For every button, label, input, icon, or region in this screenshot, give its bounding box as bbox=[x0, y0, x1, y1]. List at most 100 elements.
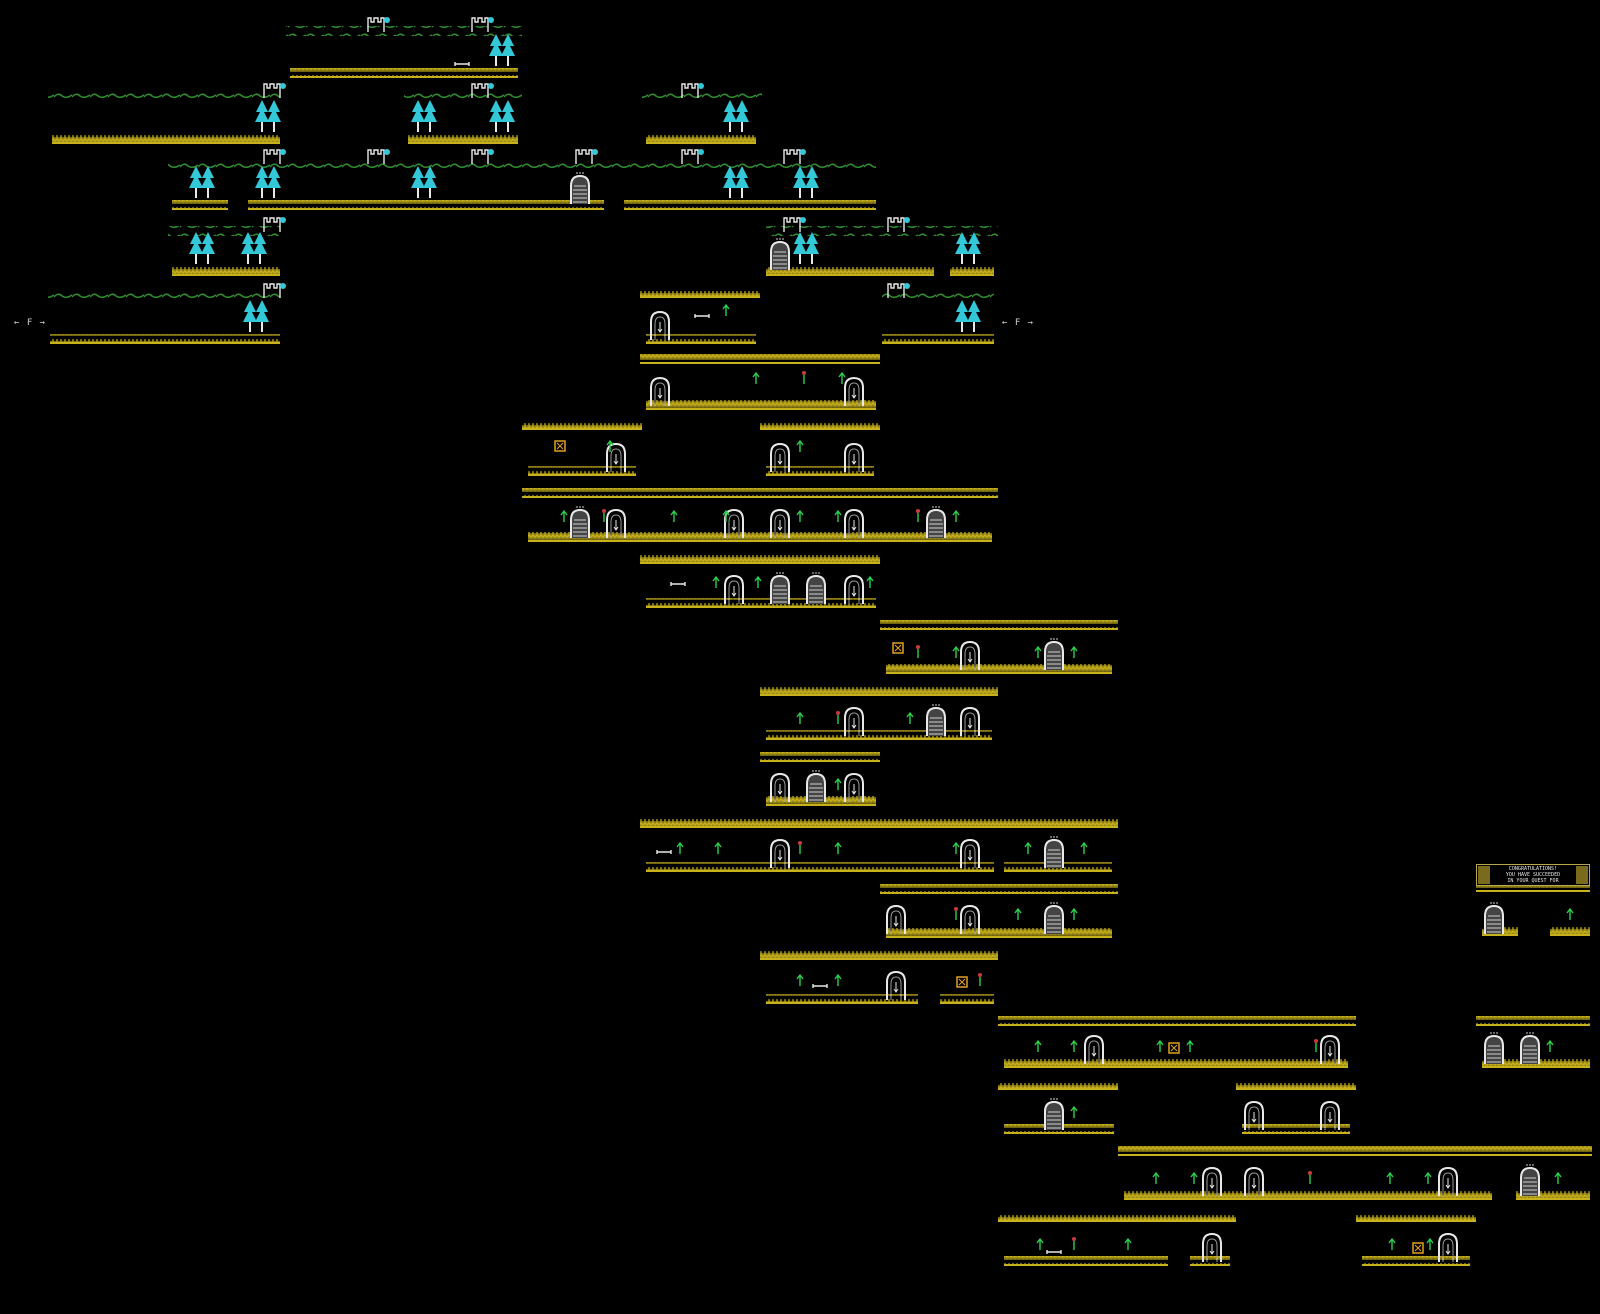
grass-platform-41-base bbox=[1236, 1088, 1356, 1090]
grass-platform-28 bbox=[760, 752, 880, 762]
grass-platform-46-base bbox=[1516, 1198, 1590, 1200]
message-text: CONGRATULATIONS! YOU HAVE SUCCEEDED IN Y… bbox=[1493, 866, 1573, 884]
plant-icon bbox=[906, 712, 914, 725]
hill-ridge-1 bbox=[48, 92, 280, 102]
hill-ridge-6 bbox=[766, 226, 998, 236]
grass-platform-13-base bbox=[882, 342, 994, 344]
grass-platform-50 bbox=[1190, 1256, 1230, 1266]
bed-icon bbox=[454, 61, 470, 67]
grass-platform-44-base bbox=[1118, 1154, 1592, 1156]
plant-icon bbox=[1190, 1172, 1198, 1185]
grass-platform-36 bbox=[766, 994, 918, 1004]
grass-platform-16 bbox=[522, 420, 642, 430]
plant-icon bbox=[1070, 646, 1078, 659]
tree-icon bbox=[955, 300, 969, 332]
grass-platform-31-base bbox=[646, 870, 994, 872]
grass-platform-24 bbox=[880, 620, 1118, 630]
grass-platform-1 bbox=[52, 134, 280, 144]
grass-platform-36-base bbox=[766, 1002, 918, 1004]
grass-platform-55 bbox=[1476, 1016, 1590, 1026]
tree-icon bbox=[423, 166, 437, 198]
hill-ridge-8 bbox=[882, 292, 994, 302]
grass-platform-38-base bbox=[998, 1024, 1356, 1026]
hill-ridge-4 bbox=[168, 158, 876, 168]
grass-platform-6 bbox=[624, 200, 876, 210]
plant-icon bbox=[952, 646, 960, 659]
plant-icon bbox=[1070, 1106, 1078, 1119]
plant-icon bbox=[714, 842, 722, 855]
grass-platform-10 bbox=[640, 288, 760, 298]
grass-platform-53-base bbox=[1482, 934, 1518, 936]
grass-platform-35 bbox=[760, 950, 998, 960]
grass-platform-7 bbox=[172, 266, 280, 276]
grass-platform-43-base bbox=[1242, 1132, 1350, 1134]
tree-icon bbox=[267, 166, 281, 198]
grass-platform-25 bbox=[886, 664, 1112, 674]
grass-platform-54-base bbox=[1550, 934, 1590, 936]
barred-door-icon bbox=[806, 770, 826, 803]
grass-platform-32-base bbox=[1004, 870, 1112, 872]
barred-door-icon bbox=[770, 572, 790, 605]
grass-platform-13 bbox=[882, 334, 994, 344]
grass-platform-19-base bbox=[766, 474, 874, 476]
bone-icon bbox=[670, 581, 686, 587]
grass-platform-12-base bbox=[646, 342, 756, 344]
grass-platform-47-base bbox=[998, 1220, 1236, 1222]
tree-icon bbox=[201, 232, 215, 264]
plant-icon bbox=[722, 304, 730, 317]
grass-platform-15-base bbox=[646, 408, 876, 410]
grass-platform-14 bbox=[640, 354, 880, 364]
crate-icon bbox=[1412, 1242, 1424, 1254]
grass-platform-1-base bbox=[52, 142, 280, 144]
tree-icon bbox=[189, 166, 203, 198]
plant-icon bbox=[838, 372, 846, 385]
grass-platform-21 bbox=[528, 532, 992, 542]
grass-platform-48-base bbox=[1356, 1220, 1476, 1222]
barred-door-icon bbox=[1520, 1032, 1540, 1065]
tree-icon bbox=[501, 100, 515, 132]
plant-icon bbox=[1313, 1038, 1319, 1053]
grass-platform-3 bbox=[646, 134, 756, 144]
grass-platform-33-base bbox=[880, 892, 1118, 894]
grass-platform-37 bbox=[940, 994, 994, 1004]
plant-icon bbox=[1186, 1040, 1194, 1053]
tree-icon bbox=[241, 232, 255, 264]
plant-icon bbox=[796, 712, 804, 725]
plant-icon bbox=[722, 510, 730, 523]
platform-layer bbox=[50, 68, 1592, 1266]
plant-icon bbox=[1566, 908, 1574, 921]
grass-platform-30-base bbox=[640, 826, 1118, 828]
plant-icon bbox=[1424, 1172, 1432, 1185]
plant-icon bbox=[834, 778, 842, 791]
plant-icon bbox=[1388, 1238, 1396, 1251]
barred-door-icon bbox=[926, 704, 946, 737]
barred-door-icon bbox=[1044, 638, 1064, 671]
plant-icon bbox=[834, 842, 842, 855]
grass-platform-24-base bbox=[880, 628, 1118, 630]
barred-door-icon bbox=[1520, 1164, 1540, 1197]
message-line-2: YOU HAVE SUCCEEDED bbox=[1505, 872, 1561, 878]
grass-platform-56-base bbox=[1482, 1066, 1590, 1068]
tree-icon bbox=[255, 100, 269, 132]
tree-icon bbox=[723, 166, 737, 198]
grass-platform-39 bbox=[1004, 1058, 1348, 1068]
plant-icon bbox=[560, 510, 568, 523]
plant-icon bbox=[1156, 1040, 1164, 1053]
grass-platform-26 bbox=[760, 686, 998, 696]
grass-platform-55-base bbox=[1476, 1024, 1590, 1026]
grass-platform-33 bbox=[880, 884, 1118, 894]
bone-icon bbox=[656, 849, 672, 855]
plant-icon bbox=[801, 370, 807, 385]
bone-icon bbox=[812, 983, 828, 989]
plant-icon bbox=[754, 576, 762, 589]
grass-platform-18-base bbox=[528, 474, 636, 476]
plant-icon bbox=[1546, 1040, 1554, 1053]
grass-platform-51-base bbox=[1362, 1264, 1470, 1266]
plant-icon bbox=[1070, 1040, 1078, 1053]
crate-icon bbox=[1168, 1042, 1180, 1054]
grass-platform-10-base bbox=[640, 296, 760, 298]
grass-platform-51 bbox=[1362, 1256, 1470, 1266]
grass-platform-47 bbox=[998, 1212, 1236, 1222]
plant-icon bbox=[952, 842, 960, 855]
tree-icon bbox=[489, 34, 503, 66]
